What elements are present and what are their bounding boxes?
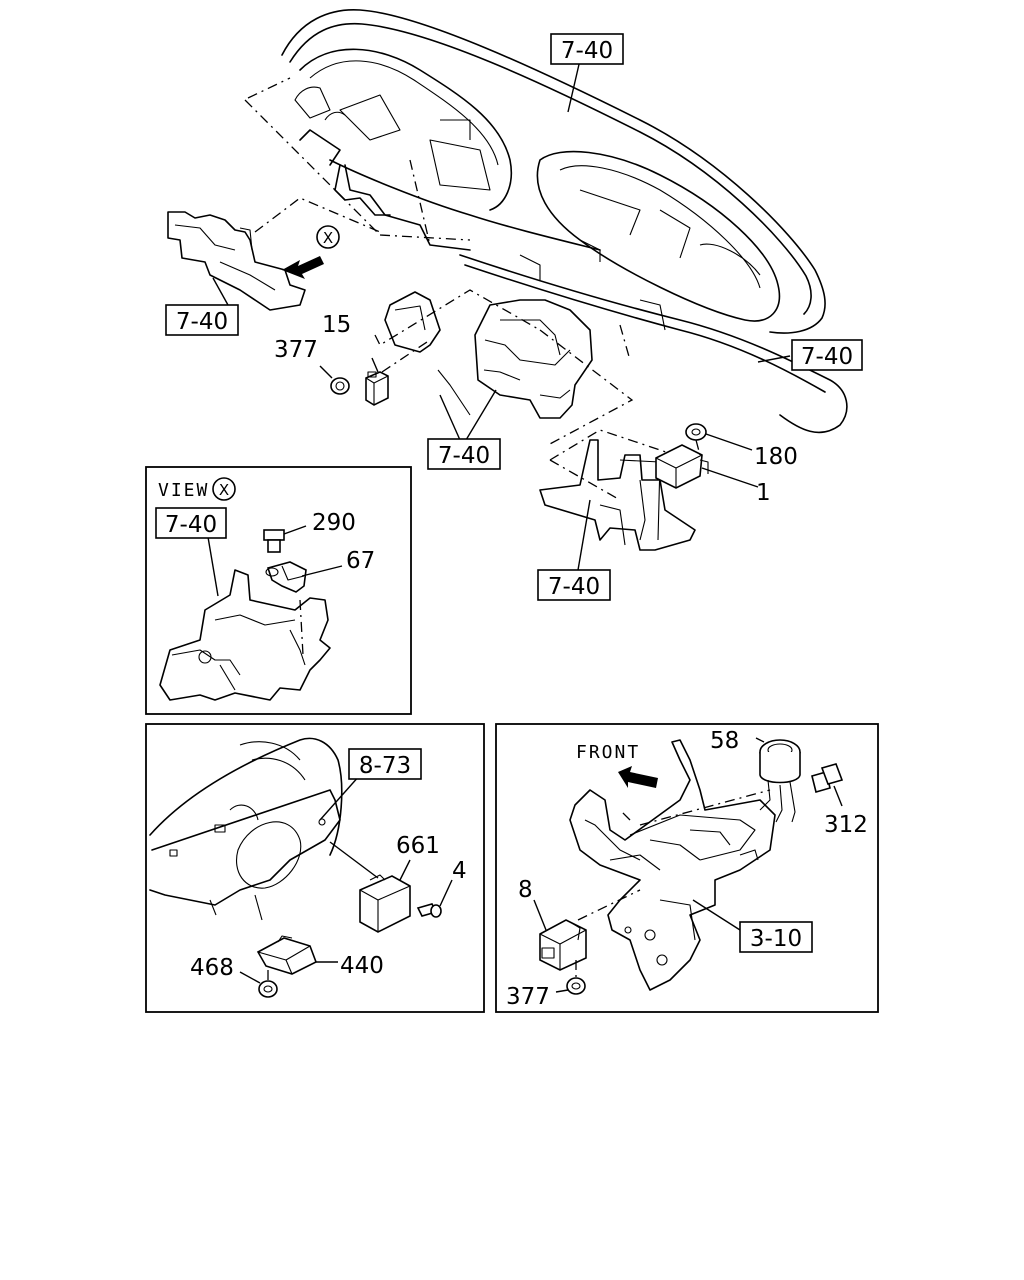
part-label-312[interactable]: 312 — [824, 812, 868, 838]
view-marker-symbol: X — [323, 229, 333, 247]
ref-box-lower-bracket[interactable]: 7-40 — [537, 569, 611, 601]
part-label-4[interactable]: 4 — [452, 858, 467, 884]
ref-box-steering[interactable]: 8-73 — [348, 748, 422, 780]
part-label-661[interactable]: 661 — [396, 833, 440, 859]
part-label-377[interactable]: 377 — [274, 337, 318, 363]
ref-box-center-frame[interactable]: 7-40 — [427, 438, 501, 470]
view-x-bracket-drawing — [159, 525, 343, 701]
view-x-arrow — [282, 225, 340, 279]
steering-column-drawing — [149, 737, 453, 998]
part-label-67[interactable]: 67 — [346, 548, 375, 574]
lower-bracket-drawing — [539, 423, 759, 571]
nut-180-icon — [685, 423, 707, 441]
left-bracket-drawing — [167, 197, 381, 311]
ref-box-label: 7-40 — [548, 574, 600, 600]
ref-box-front-frame[interactable]: 3-10 — [739, 921, 813, 953]
ref-box-label: 7-40 — [561, 38, 613, 64]
part-label-1[interactable]: 1 — [756, 480, 771, 506]
front-caption: FRONT — [576, 742, 640, 763]
part-label-290[interactable]: 290 — [312, 510, 356, 536]
center-frame-drawing — [374, 289, 634, 446]
ref-box-label: 7-40 — [165, 512, 217, 538]
part-label-180[interactable]: 180 — [754, 444, 798, 470]
ref-box-label: 7-40 — [801, 344, 853, 370]
nut-468-icon — [258, 980, 278, 998]
ref-box-label: 3-10 — [750, 926, 802, 952]
nut-377-bottom-icon — [566, 977, 586, 995]
view-caption-circle-icon — [212, 477, 236, 501]
front-frame-drawing — [533, 737, 844, 995]
part-label-15[interactable]: 15 — [322, 312, 351, 338]
ref-box-view-x[interactable]: 7-40 — [155, 507, 227, 539]
relay-15-drawing — [319, 339, 431, 406]
part-label-468[interactable]: 468 — [190, 955, 234, 981]
part-label-440[interactable]: 440 — [340, 953, 384, 979]
steering-panel — [145, 723, 485, 1013]
lead-ref-lower-rail — [757, 355, 791, 363]
lead-ref-dash-top — [567, 59, 581, 113]
part-label-58[interactable]: 58 — [710, 728, 739, 754]
part-label-377-bottom[interactable]: 377 — [506, 984, 550, 1010]
part-label-8[interactable]: 8 — [518, 877, 533, 903]
ref-box-label: 7-40 — [176, 309, 228, 335]
ref-box-lower-rail[interactable]: 7-40 — [791, 339, 863, 371]
nut-377-icon — [330, 377, 350, 395]
front-frame-panel — [495, 723, 879, 1013]
ref-box-left-bracket[interactable]: 7-40 — [165, 304, 239, 336]
ref-box-dash-top[interactable]: 7-40 — [550, 33, 624, 65]
view-caption-symbol: X — [219, 481, 229, 499]
view-x-marker-icon — [316, 225, 340, 249]
instrument-panel-drawing — [244, 9, 848, 434]
view-x-panel — [145, 466, 412, 715]
ref-box-label: 8-73 — [359, 753, 411, 779]
view-caption: VIEW — [158, 480, 209, 501]
ref-box-label: 7-40 — [438, 443, 490, 469]
